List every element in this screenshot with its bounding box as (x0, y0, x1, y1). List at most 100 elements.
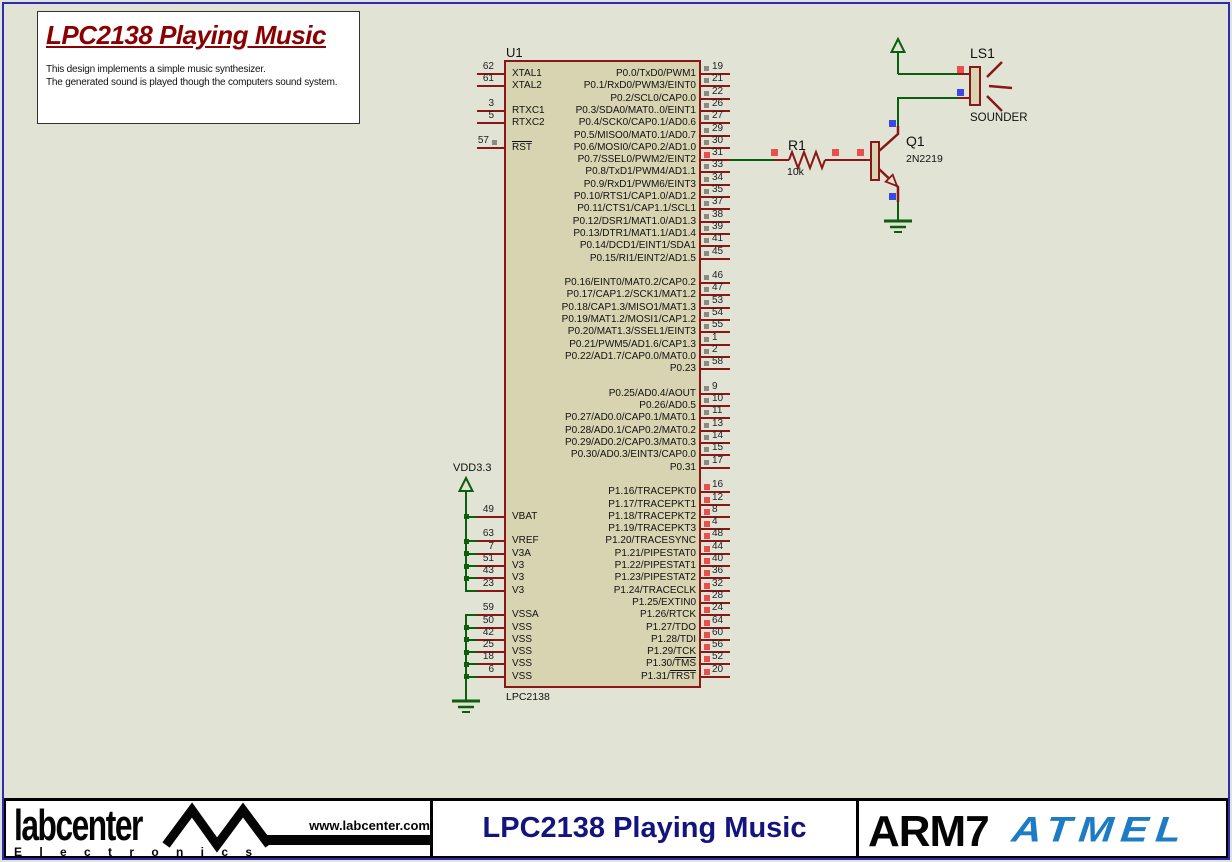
pin-wire[interactable] (465, 626, 477, 629)
pin-47-stub[interactable] (701, 294, 730, 297)
pin-32-stub[interactable] (701, 589, 730, 592)
pin-24-stub[interactable] (701, 614, 730, 617)
pin-48-stub[interactable] (701, 540, 730, 543)
supply-to-sounder[interactable] (889, 36, 959, 75)
pin-59-stub[interactable] (477, 614, 504, 617)
pin-52-stub[interactable] (701, 663, 730, 666)
labcenter-brand: labcenter (14, 801, 143, 850)
transistor-value[interactable]: 2N2219 (906, 153, 943, 165)
pin-number: 25 (482, 639, 494, 651)
pin-wire[interactable] (465, 565, 477, 567)
pin-51-stub[interactable] (477, 565, 504, 567)
pin-18-stub[interactable] (477, 663, 504, 666)
pin-23-stub[interactable] (477, 589, 504, 592)
pin-53-stub[interactable] (701, 306, 730, 309)
pin-16-stub[interactable] (701, 491, 730, 494)
pin-wire[interactable] (465, 589, 477, 592)
pin-34-stub[interactable] (701, 183, 730, 186)
pin-3-stub[interactable] (477, 109, 504, 112)
pin-5-stub[interactable] (477, 122, 504, 125)
pin-27-stub[interactable] (701, 122, 730, 125)
sounder-value[interactable]: SOUNDER (970, 112, 1028, 124)
pin-33-stub[interactable] (701, 171, 730, 174)
pin-64-stub[interactable] (701, 626, 730, 629)
pin-46-stub[interactable] (701, 282, 730, 285)
chip-value[interactable]: LPC2138 (506, 691, 550, 703)
labcenter-url[interactable]: www.labcenter.com (309, 818, 430, 833)
pin-54-stub[interactable] (701, 319, 730, 321)
pin-62-stub[interactable] (477, 73, 504, 75)
pin-39-stub[interactable] (701, 232, 730, 235)
wire-emitter-to-ground[interactable] (884, 202, 912, 233)
pin-15-stub[interactable] (701, 454, 730, 457)
vdd-net-label[interactable]: VDD3.3 (453, 462, 492, 474)
pin-36-stub[interactable] (701, 577, 730, 580)
transistor-ref[interactable]: Q1 (906, 133, 925, 149)
pin-43-stub[interactable] (477, 577, 504, 580)
pin-state-square (704, 496, 710, 503)
pin-22-stub[interactable] (701, 97, 730, 100)
mcu-chip-body[interactable] (504, 60, 701, 688)
pin-28-stub[interactable] (701, 601, 730, 604)
pin-13-stub[interactable] (701, 429, 730, 432)
pin-45-stub[interactable] (701, 257, 730, 260)
pin-58-stub[interactable] (701, 368, 730, 371)
pin-wire[interactable] (465, 663, 477, 666)
pin-name: VBAT (512, 510, 538, 522)
pin-30-stub[interactable] (701, 146, 730, 149)
pin-20-stub[interactable] (701, 675, 730, 678)
pin-name: VSS (512, 621, 533, 633)
sounder-ref[interactable]: LS1 (970, 45, 995, 61)
pin-10-stub[interactable] (701, 405, 730, 408)
pin-wire[interactable] (465, 651, 477, 654)
pin-35-stub[interactable] (701, 196, 730, 198)
pin-wire[interactable] (465, 540, 477, 543)
pin-25-stub[interactable] (477, 651, 504, 654)
pin-11-stub[interactable] (701, 417, 730, 420)
pin-29-stub[interactable] (701, 134, 730, 137)
pin-57-stub[interactable] (477, 146, 504, 149)
wire-collector-to-sounder[interactable] (897, 97, 958, 126)
pin-63-stub[interactable] (477, 540, 504, 543)
pin-9-stub[interactable] (701, 392, 730, 395)
resistor-r1[interactable] (774, 149, 872, 171)
pin-38-stub[interactable] (701, 220, 730, 223)
pin-42-stub[interactable] (477, 638, 504, 641)
pin-2-stub[interactable] (701, 355, 730, 358)
pin-number: 50 (482, 614, 494, 626)
pin-55-stub[interactable] (701, 331, 730, 334)
pin-40-stub[interactable] (701, 565, 730, 567)
pin-6-stub[interactable] (477, 675, 504, 678)
pin-wire[interactable] (465, 552, 477, 555)
pin-wire[interactable] (465, 614, 477, 617)
pin-61-stub[interactable] (477, 85, 504, 88)
pin-12-stub[interactable] (701, 503, 730, 506)
resistor-value[interactable]: 10k (787, 166, 804, 178)
pin-17-stub[interactable] (701, 466, 730, 469)
sounder-ls1[interactable] (958, 61, 1013, 112)
pin-wire[interactable] (465, 638, 477, 641)
pin-1-stub[interactable] (701, 343, 730, 346)
pin-56-stub[interactable] (701, 651, 730, 654)
pin-4-stub[interactable] (701, 528, 730, 531)
pin-37-stub[interactable] (701, 208, 730, 211)
pin-41-stub[interactable] (701, 245, 730, 248)
resistor-ref[interactable]: R1 (788, 137, 806, 153)
pin-50-stub[interactable] (477, 626, 504, 629)
pin-21-stub[interactable] (701, 85, 730, 88)
transistor-q1[interactable] (870, 126, 900, 202)
pin-wire[interactable] (465, 515, 477, 518)
pin-26-stub[interactable] (701, 109, 730, 112)
pin-number: 36 (712, 565, 724, 577)
chip-ref[interactable]: U1 (506, 45, 523, 60)
pin-60-stub[interactable] (701, 638, 730, 641)
pin-7-stub[interactable] (477, 552, 504, 555)
pin-wire[interactable] (465, 675, 477, 678)
pin-wire[interactable] (465, 577, 477, 580)
pin-49-stub[interactable] (477, 515, 504, 518)
pin-44-stub[interactable] (701, 552, 730, 555)
pin-19-stub[interactable] (701, 73, 730, 75)
pin-8-stub[interactable] (701, 515, 730, 518)
pin-14-stub[interactable] (701, 442, 730, 444)
pin-31-stub[interactable] (701, 159, 730, 162)
